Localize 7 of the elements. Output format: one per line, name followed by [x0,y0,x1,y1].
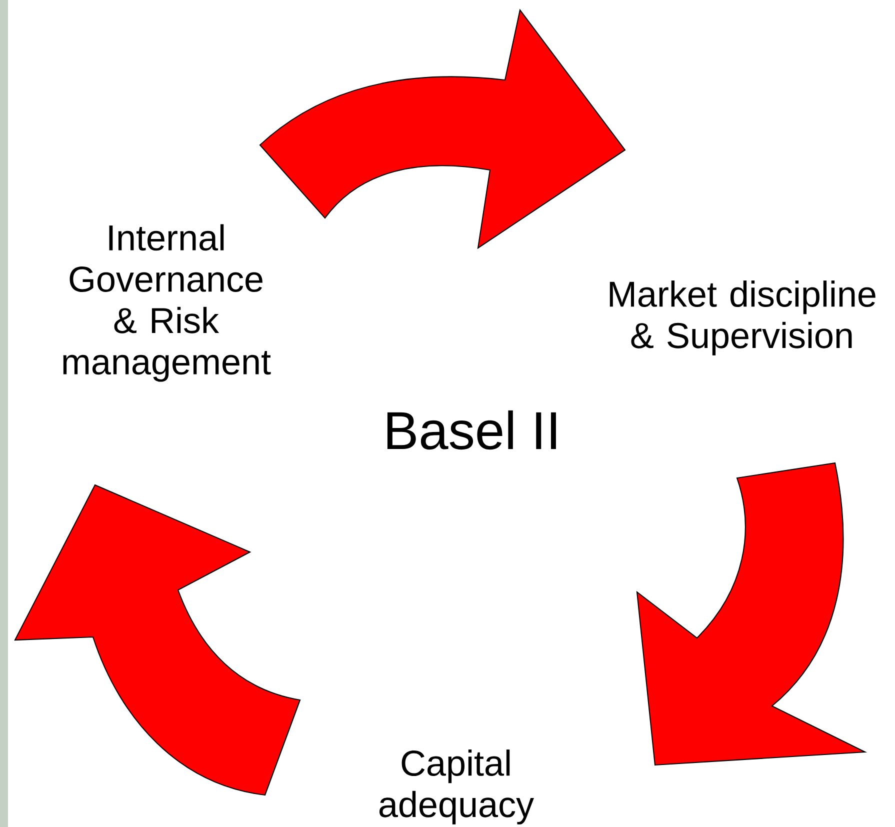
center-label: Basel II [387,410,556,450]
node-label: Capital adequacy [379,750,534,824]
curved-arrow [636,462,866,766]
curved-arrow [259,9,626,249]
curved-arrow [14,484,301,796]
node-label: Internal Governance & Risk management [63,224,271,382]
node-label: Market discipline & Supervision [610,280,876,356]
